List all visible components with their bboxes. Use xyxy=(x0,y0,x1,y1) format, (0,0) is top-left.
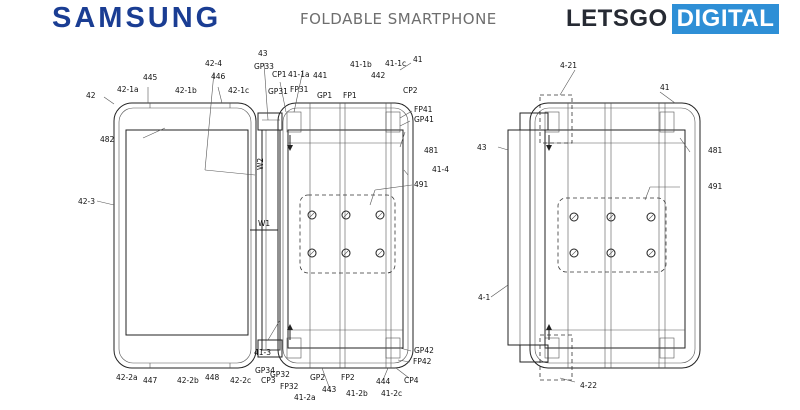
label-491-right: 491 xyxy=(708,182,723,191)
label-446: 446 xyxy=(211,72,226,81)
label-41-right: 41 xyxy=(660,83,670,92)
label-fp31: FP31 xyxy=(290,85,309,94)
label-441: 441 xyxy=(313,71,328,80)
hinge-bottom-cap xyxy=(257,339,283,358)
label-42-2c: 42-2c xyxy=(230,376,251,385)
label-fp2: FP2 xyxy=(341,373,355,382)
label-gp41: GP41 xyxy=(414,115,434,124)
logo-part-digital: DIGITAL xyxy=(671,4,780,34)
label-42-1c: 42-1c xyxy=(228,86,249,95)
label-41-2c: 41-2c xyxy=(381,389,402,398)
label-w2: W2 xyxy=(256,158,265,170)
label-fp1: FP1 xyxy=(343,91,357,100)
page-title: FOLDABLE SMARTPHONE xyxy=(300,10,497,28)
label-gp1: GP1 xyxy=(317,91,332,100)
label-41-1c: 41-1c xyxy=(385,59,406,68)
label-42-2a: 42-2a xyxy=(116,373,138,382)
label-41-1b: 41-1b xyxy=(350,60,372,69)
callout-4-22 xyxy=(539,334,573,381)
label-gp32: GP32 xyxy=(270,370,290,379)
label-448: 448 xyxy=(205,373,220,382)
label-447: 447 xyxy=(143,376,158,385)
label-482: 482 xyxy=(100,135,115,144)
component-491-right xyxy=(557,197,667,273)
label-42: 42 xyxy=(86,91,96,100)
label-fp32: FP32 xyxy=(280,382,299,391)
hinge-top-cap xyxy=(257,112,283,131)
figure-left: W2 W1 xyxy=(78,49,449,402)
label-cp4: CP4 xyxy=(404,376,419,385)
label-w1: W1 xyxy=(258,219,270,228)
label-fp42: FP42 xyxy=(413,357,432,366)
label-41-2b: 41-2b xyxy=(346,389,368,398)
label-42-1a: 42-1a xyxy=(117,85,139,94)
housing-41 xyxy=(277,102,414,369)
label-41-2a: 41-2a xyxy=(294,393,316,402)
label-cp2: CP2 xyxy=(403,86,418,95)
label-fp41: FP41 xyxy=(414,105,433,114)
label-41: 41 xyxy=(413,55,423,64)
label-gp33: GP33 xyxy=(254,62,274,71)
hinge-43-right xyxy=(507,129,546,346)
component-491 xyxy=(299,194,396,274)
header: SAMSUNG FOLDABLE SMARTPHONE LETSGO DIGIT… xyxy=(0,0,800,40)
housing-41-inner xyxy=(282,107,409,364)
label-4-22: 4-22 xyxy=(580,381,597,390)
figure-right: 4-21 41 43 481 491 4-1 4-22 xyxy=(477,61,723,390)
label-443: 443 xyxy=(322,385,337,394)
letsgo-digital-logo: LETSGO DIGITAL xyxy=(566,4,780,34)
display-left xyxy=(125,129,249,336)
label-41-1a: 41-1a xyxy=(288,70,310,79)
label-42-3: 42-3 xyxy=(78,197,95,206)
label-gp42: GP42 xyxy=(414,346,434,355)
label-gp31: GP31 xyxy=(268,87,288,96)
housing-42 xyxy=(113,102,257,369)
label-481: 481 xyxy=(424,146,439,155)
display-right xyxy=(287,129,404,349)
callout-4-21 xyxy=(539,94,573,144)
label-4-1: 4-1 xyxy=(478,293,490,302)
housing-42-inner xyxy=(118,107,252,364)
hinge-cap-top-right xyxy=(519,112,549,131)
housing-41-right-inner xyxy=(534,107,696,364)
label-481-right: 481 xyxy=(708,146,723,155)
label-4-21: 4-21 xyxy=(560,61,577,70)
label-445: 445 xyxy=(143,73,158,82)
label-442: 442 xyxy=(371,71,386,80)
label-gp34: GP34 xyxy=(255,366,275,375)
samsung-logo: SAMSUNG xyxy=(52,2,222,34)
screw-holes xyxy=(307,210,385,258)
label-42-4: 42-4 xyxy=(205,59,222,68)
label-42-2b: 42-2b xyxy=(177,376,199,385)
label-cp1: CP1 xyxy=(272,70,287,79)
label-cp3: CP3 xyxy=(261,376,276,385)
display-right-fig xyxy=(544,129,686,349)
label-491: 491 xyxy=(414,180,429,189)
label-43-right: 43 xyxy=(477,143,487,152)
screw-holes-right xyxy=(569,212,656,258)
label-41-4: 41-4 xyxy=(432,165,449,174)
label-41-3: 41-3 xyxy=(254,348,271,357)
logo-part-letsgo: LETSGO xyxy=(566,5,668,32)
label-42-1b: 42-1b xyxy=(175,86,197,95)
label-43: 43 xyxy=(258,49,268,58)
label-444: 444 xyxy=(376,377,391,386)
label-gp2: GP2 xyxy=(310,373,325,382)
hinge-cap-bottom-right xyxy=(519,344,549,363)
